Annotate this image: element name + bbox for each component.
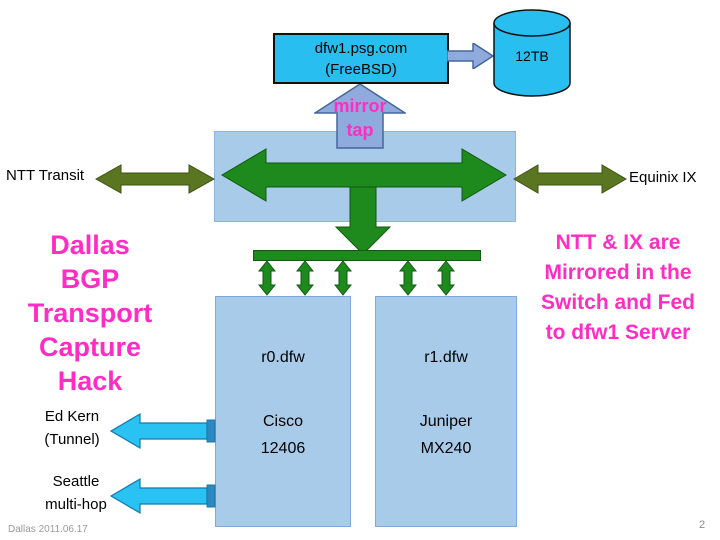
seattle-label: Seattle multi-hop bbox=[30, 470, 122, 516]
mirror-note-line3: Switch and Fed bbox=[540, 291, 695, 314]
slide-title-line3: Transport bbox=[27, 298, 153, 328]
ntt-transit-arrow-icon bbox=[95, 164, 215, 194]
slide-title-line4: Capture bbox=[38, 332, 141, 362]
ed-kern-label-line2: (Tunnel) bbox=[44, 431, 100, 448]
mirror-tap-arrow-icon bbox=[314, 83, 406, 149]
server-os: (FreeBSD) bbox=[325, 60, 397, 78]
link-arrow-icon bbox=[399, 260, 417, 296]
link-arrow-icon bbox=[258, 260, 276, 296]
slide-footer-text: Dallas 2011.06.17 bbox=[8, 524, 88, 535]
router-r1-vendor: Juniper bbox=[419, 413, 473, 430]
link-arrow-icon bbox=[437, 260, 455, 296]
link-arrow-icon bbox=[334, 260, 352, 296]
router-r1-box: r1.dfw Juniper MX240 bbox=[375, 296, 517, 527]
mirror-note: NTT & IX are Mirrored in the Switch and … bbox=[520, 228, 716, 348]
seattle-label-line1: Seattle bbox=[52, 473, 100, 490]
seattle-multihop-arrow-icon bbox=[110, 477, 216, 515]
mirror-tap-label-line2: tap bbox=[346, 120, 374, 140]
server-box: dfw1.psg.com (FreeBSD) bbox=[273, 33, 449, 84]
equinix-ix-arrow-icon bbox=[513, 164, 627, 194]
slide-title: Dallas BGP Transport Capture Hack bbox=[15, 228, 165, 398]
ed-kern-label: Ed Kern (Tunnel) bbox=[26, 405, 118, 451]
slide-title-line1: Dallas bbox=[50, 230, 130, 260]
router-r0-name: r0.dfw bbox=[261, 349, 305, 366]
slide-page-number: 2 bbox=[699, 519, 706, 531]
ntt-transit-label: NTT Transit bbox=[6, 167, 85, 184]
mirror-tap-label-line1: mirror bbox=[333, 96, 387, 116]
router-r1-model: MX240 bbox=[420, 440, 472, 457]
slide-title-line2: BGP bbox=[60, 264, 120, 294]
slide-title-line5: Hack bbox=[57, 366, 123, 396]
storage-capacity-label: 12TB bbox=[515, 48, 549, 64]
switch-crossbar-arrow-icon bbox=[221, 148, 507, 202]
mirror-note-line2: Mirrored in the bbox=[544, 261, 692, 284]
seattle-label-line2: multi-hop bbox=[45, 496, 107, 513]
server-to-storage-arrow-icon bbox=[447, 43, 494, 69]
equinix-ix-label: Equinix IX bbox=[629, 169, 697, 186]
mirror-note-line4: to dfw1 Server bbox=[545, 321, 691, 344]
router-r0-vendor: Cisco bbox=[262, 413, 303, 430]
router-r1-name: r1.dfw bbox=[424, 349, 468, 366]
bus-bar bbox=[253, 250, 481, 261]
storage-cylinder-icon bbox=[493, 9, 571, 97]
ed-kern-tunnel-arrow-icon bbox=[110, 412, 216, 450]
switch-to-bus-arrow-icon bbox=[334, 185, 392, 255]
router-r0-box: r0.dfw Cisco 12406 bbox=[215, 296, 351, 527]
server-name: dfw1.psg.com bbox=[314, 39, 408, 57]
router-r0-model: 12406 bbox=[260, 440, 306, 457]
mirror-note-line1: NTT & IX are bbox=[555, 231, 681, 254]
link-arrow-icon bbox=[296, 260, 314, 296]
ed-kern-label-line1: Ed Kern bbox=[44, 408, 100, 425]
